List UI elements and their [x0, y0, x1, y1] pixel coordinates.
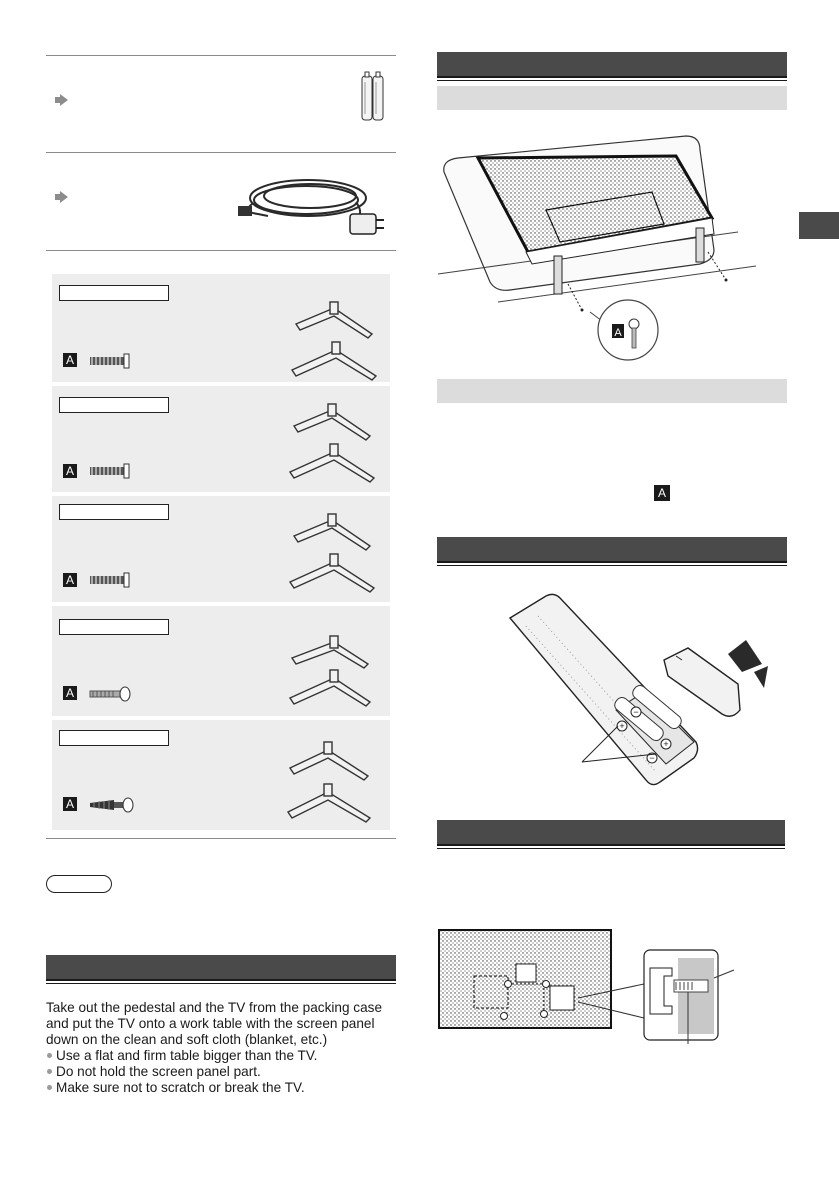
reference-arrow-icon [60, 94, 68, 106]
model-label-box [59, 504, 169, 520]
bullet-icon [47, 1069, 52, 1074]
setup-bullet: Make sure not to scratch or break the TV… [46, 1080, 406, 1096]
screw-a-badge: A [63, 464, 77, 478]
section-header-bar [437, 537, 787, 563]
screw-a-badge: A [654, 485, 670, 501]
wall-bracket-holes-illustration [438, 928, 738, 1050]
screw-icon [90, 354, 132, 368]
model-label-box [59, 397, 169, 413]
screw-a-badge: A [63, 353, 77, 367]
bullet-icon [47, 1085, 52, 1090]
divider [46, 55, 396, 56]
batteries-icon [360, 70, 386, 122]
divider [46, 838, 396, 839]
svg-text:−: − [633, 707, 638, 717]
subsection-header-bar [437, 379, 787, 403]
section-header-bar [437, 820, 785, 846]
screw-a-badge: A [63, 797, 77, 811]
pedestal-leg-icon [290, 514, 382, 596]
bullet-icon [47, 1053, 52, 1058]
divider [46, 152, 396, 153]
tv-pedestal-assembly-illustration: A [438, 132, 758, 370]
note-badge [46, 875, 112, 893]
divider [46, 250, 396, 251]
model-label-box [59, 619, 169, 635]
model-label-box [59, 730, 169, 746]
mains-cable-icon [238, 170, 388, 242]
screw-a-badge: A [63, 573, 77, 587]
screw-icon [90, 686, 132, 702]
pedestal-leg-icon [290, 636, 382, 710]
svg-text:+: + [619, 721, 624, 731]
setup-instructions: Take out the pedestal and the TV from th… [46, 1000, 406, 1096]
side-index-tab [799, 212, 839, 239]
svg-text:+: + [663, 739, 668, 749]
setup-bullet: Do not hold the screen panel part. [46, 1064, 406, 1080]
pedestal-leg-icon [292, 302, 384, 382]
screw-icon [90, 573, 132, 587]
remote-battery-illustration: + + − − [506, 592, 774, 792]
screw-a-badge: A [63, 686, 77, 700]
setup-paragraph: Take out the pedestal and the TV from th… [46, 1000, 406, 1048]
subsection-header-bar [437, 86, 787, 110]
pedestal-leg-icon [288, 740, 380, 828]
setup-bullet: Use a flat and firm table bigger than th… [46, 1048, 406, 1064]
model-label-box [59, 285, 169, 301]
section-header-bar [46, 955, 396, 981]
screw-icon [90, 796, 136, 814]
reference-arrow-icon [60, 191, 68, 203]
svg-text:A: A [614, 327, 622, 339]
screw-icon [90, 464, 132, 478]
section-header-bar [437, 52, 787, 78]
pedestal-leg-icon [290, 404, 382, 486]
